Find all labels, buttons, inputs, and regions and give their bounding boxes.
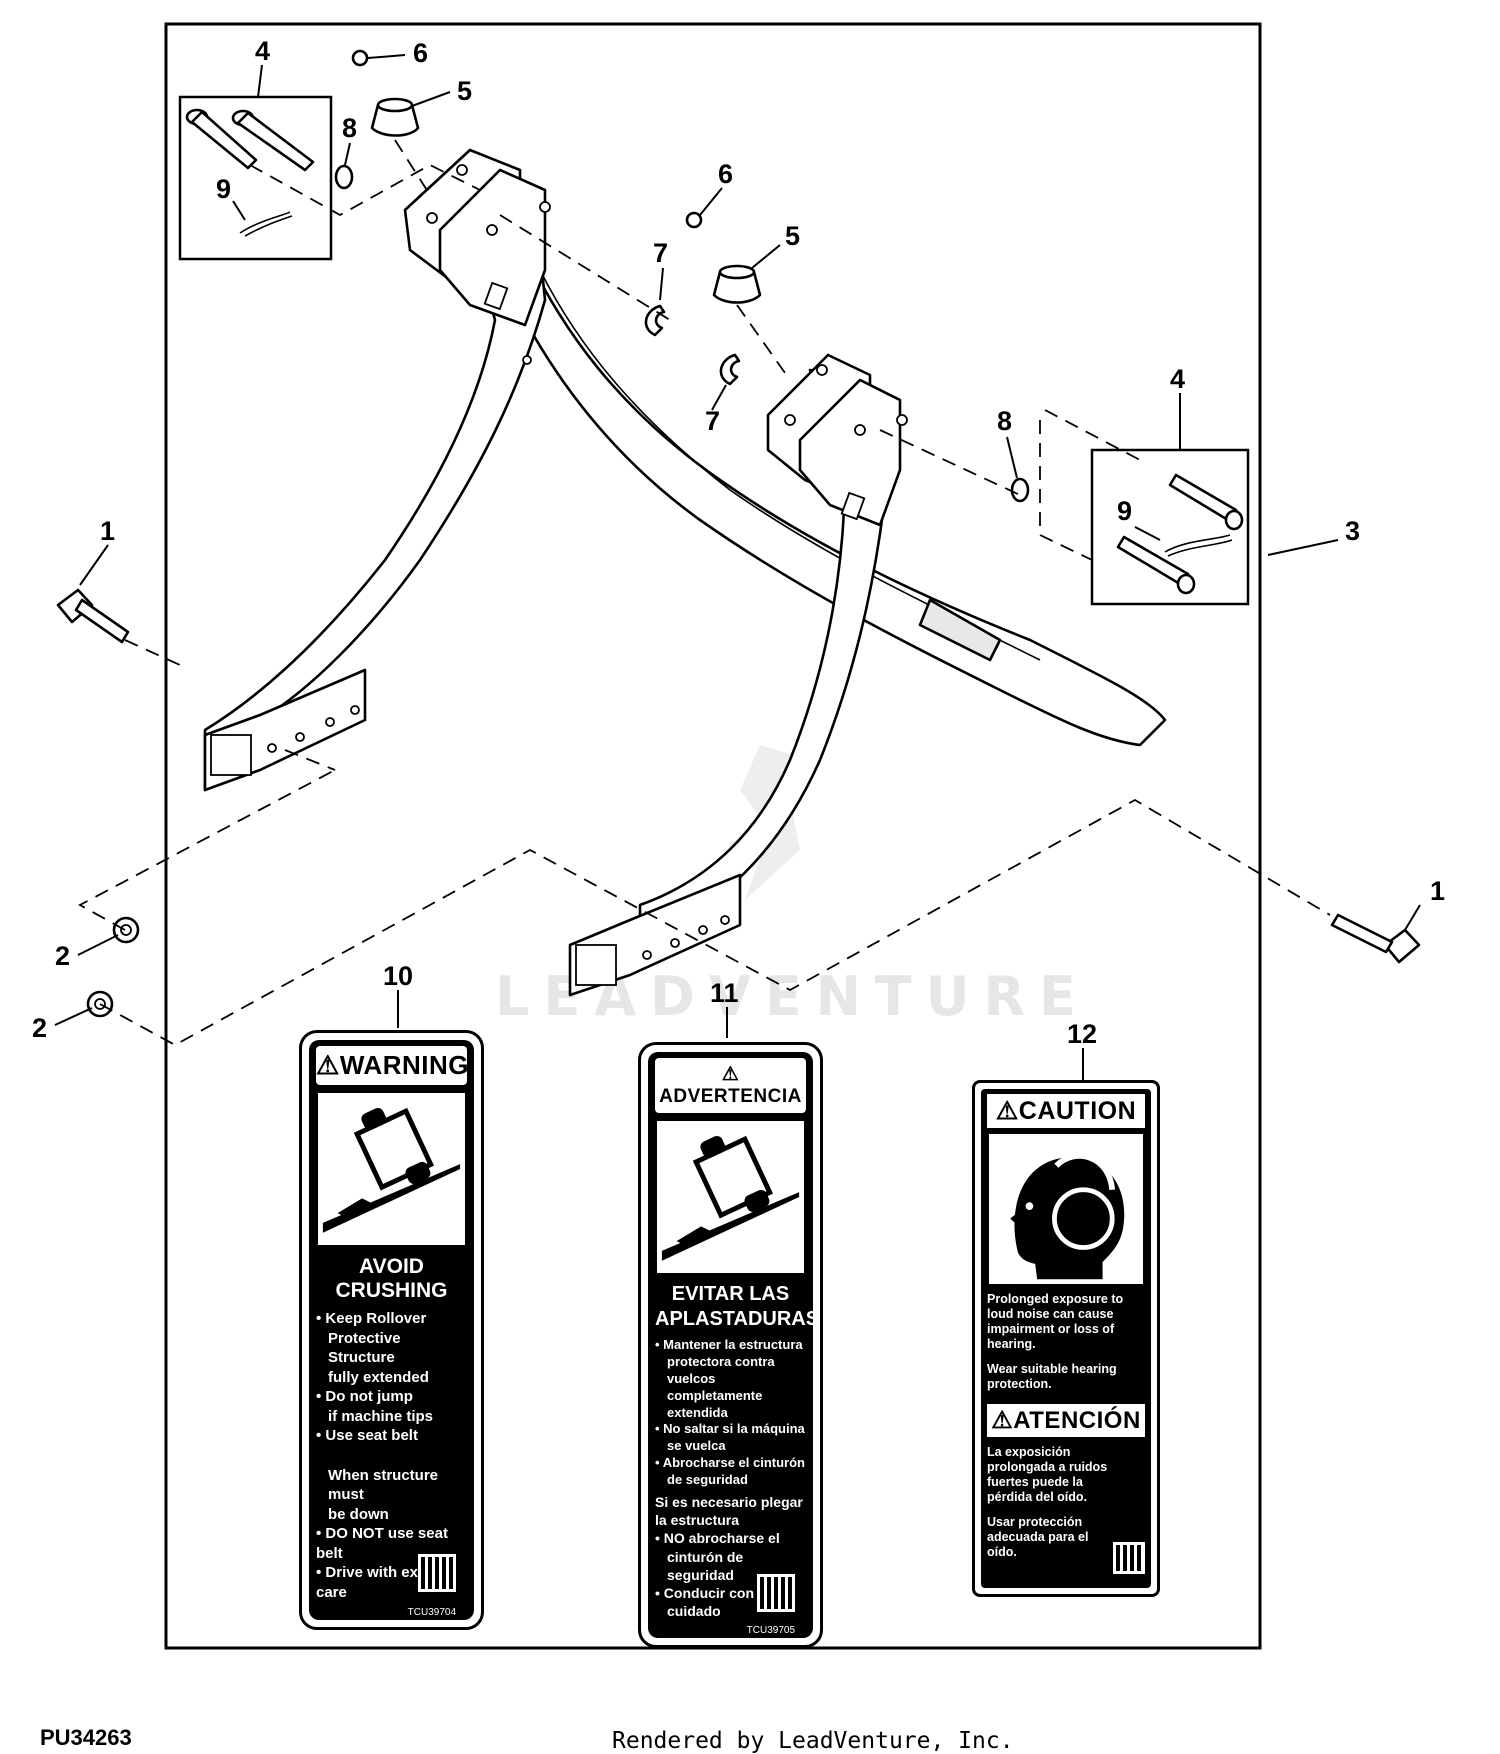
warning-line: When structure must	[328, 1466, 439, 1504]
callout-11: 11	[710, 978, 739, 1008]
warning-triangle-icon: ⚠	[991, 1407, 1014, 1434]
callout-3: 3	[1345, 516, 1360, 546]
warning-line: Do not jump	[316, 1387, 467, 1407]
callout-7-upper: 7	[653, 238, 668, 268]
rollover-pictogram	[316, 1091, 467, 1247]
callout-4-left: 4	[255, 36, 270, 66]
advertencia-part-code: TCU39705	[746, 1625, 795, 1636]
warning-line: fully extended	[328, 1368, 429, 1386]
warning-triangle-icon: ⚠	[721, 1064, 740, 1085]
pin-left-b	[231, 109, 315, 172]
warning-title: AVOID CRUSHING	[335, 1255, 448, 1303]
tube-end-right	[575, 944, 617, 986]
advertencia-line: NO abrocharse el	[655, 1529, 806, 1547]
caution-text-es-2: Usar protección adecuada para el oído.	[987, 1515, 1089, 1559]
bolt-left	[56, 588, 130, 644]
callout-1-left: 1	[100, 516, 115, 546]
flange-nut-right	[685, 211, 703, 229]
caution-text-en-1: Prolonged exposure to loud noise can cau…	[987, 1292, 1124, 1351]
decal-advertencia: ⚠ ADVERTENCIA EVITAR LAS APLASTADURAS Ma…	[638, 1042, 823, 1648]
advertencia-title-1: EVITAR LAS	[671, 1283, 790, 1305]
diagram-frame	[164, 22, 1262, 1650]
callout-9-right: 9	[1117, 496, 1132, 526]
callout-2-upper: 2	[55, 941, 70, 971]
caution-header: ⚠CAUTION	[987, 1094, 1145, 1128]
warning-triangle-icon: ⚠	[995, 1097, 1019, 1125]
callout-2-lower: 2	[32, 1013, 47, 1043]
advertencia-line: extendida	[667, 1404, 728, 1420]
advertencia-line: No saltar si la máquina	[655, 1421, 806, 1438]
rops-rear-hoop	[498, 238, 1167, 747]
callout-7-lower: 7	[705, 406, 720, 436]
callout-9-left: 9	[216, 174, 231, 204]
ring-left	[334, 164, 354, 190]
callout-12: 12	[1067, 1019, 1097, 1049]
flange-nut-left	[351, 49, 369, 67]
warning-triangle-icon: ⚠	[316, 1050, 340, 1080]
advertencia-line: Mantener la estructura	[655, 1337, 806, 1354]
advertencia-line: vuelcos completamente	[667, 1370, 763, 1403]
advertencia-line: se vuelca	[667, 1438, 726, 1454]
hair-pin-right	[1164, 534, 1233, 557]
decal-caution: ⚠CAUTION Prolonged exposure to loud nois…	[972, 1080, 1160, 1597]
figure-id: PU34263	[40, 1725, 132, 1750]
qr-code-icon	[757, 1574, 795, 1612]
warning-line: Keep Rollover	[316, 1309, 467, 1329]
advertencia-line: Si es necesario plegar	[655, 1494, 803, 1511]
advertencia-line: de seguridad	[667, 1472, 748, 1488]
warning-line: Drive with extra care	[316, 1563, 467, 1602]
advertencia-line: cuidado	[667, 1603, 721, 1620]
callout-8-left: 8	[342, 113, 357, 143]
atencion-header: ⚠ATENCIÓN	[987, 1404, 1145, 1437]
clip-upper	[644, 304, 666, 337]
callout-5-left: 5	[457, 76, 472, 106]
advertencia-line: protectora contra	[667, 1353, 775, 1369]
rendered-by: Rendered by LeadVenture, Inc.	[612, 1728, 1014, 1754]
hair-pin-left	[239, 211, 293, 237]
pin-right-a	[1168, 473, 1244, 531]
hearing-protection-pictogram	[987, 1132, 1145, 1286]
ring-right	[1010, 477, 1030, 503]
pin-left-a	[185, 108, 258, 170]
warning-line: DO NOT use seat belt	[316, 1524, 467, 1563]
pin-right-b	[1116, 535, 1196, 595]
rops-frame	[203, 148, 1167, 997]
warning-line: be down	[328, 1505, 389, 1523]
advertencia-title-2: APLASTADURAS	[655, 1308, 820, 1330]
warning-line: Protective Structure	[328, 1329, 401, 1367]
callout-6-left: 6	[413, 38, 428, 68]
warning-line: if machine tips	[328, 1407, 434, 1425]
cap-right	[712, 264, 762, 304]
advertencia-header: ⚠ ADVERTENCIA	[655, 1058, 806, 1113]
cap-left	[370, 97, 420, 137]
callout-10: 10	[383, 961, 413, 991]
tube-end-left	[210, 734, 252, 776]
advertencia-line: Abrocharse el cinturón	[655, 1455, 806, 1472]
rollover-pictogram	[655, 1119, 806, 1275]
callout-5-right: 5	[785, 221, 800, 251]
callout-1-right: 1	[1430, 876, 1445, 906]
callout-8-right: 8	[997, 406, 1012, 436]
warning-header: ⚠WARNING	[316, 1046, 468, 1085]
callout-6-right: 6	[718, 159, 733, 189]
caution-text-es-1: La exposición prolongada a ruidos fuerte…	[987, 1445, 1108, 1504]
clip-lower	[719, 353, 741, 386]
callout-4-right: 4	[1170, 364, 1185, 394]
advertencia-line: cinturón de seguridad	[667, 1548, 744, 1583]
pin-box-right	[1090, 448, 1250, 606]
bolt-right	[1330, 913, 1421, 964]
warning-line: Use seat belt	[316, 1426, 467, 1446]
decal-warning: ⚠WARNING AVOID CRUSHING Keep Rollover Pr…	[299, 1030, 484, 1630]
advertencia-line: la estructura	[655, 1512, 740, 1529]
caution-text-en-2: Wear suitable hearing protection.	[987, 1362, 1117, 1391]
qr-code-icon	[418, 1554, 456, 1592]
warning-part-code: TCU39704	[407, 1607, 456, 1618]
qr-code-icon	[1113, 1542, 1145, 1574]
